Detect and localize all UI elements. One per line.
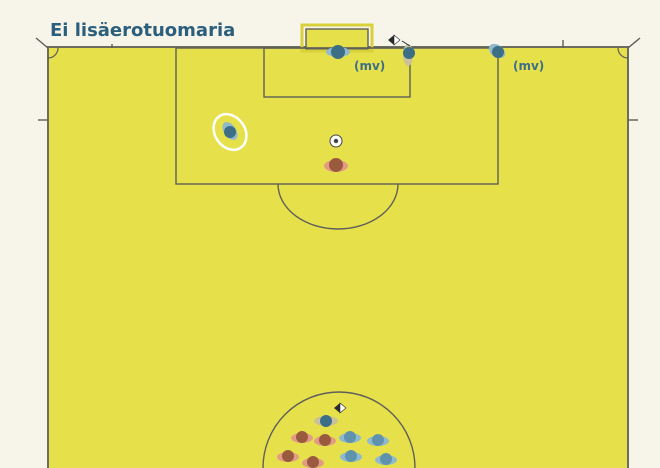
ball-icon — [330, 135, 342, 147]
diagram-title: Ei lisäerotuomaria — [50, 18, 241, 44]
mv-label-right: (mv) — [513, 59, 544, 73]
mv-label-left: (mv) — [354, 59, 385, 73]
corner-mark-right — [628, 38, 640, 48]
corner-flag-icon — [388, 35, 400, 45]
corner-mark-left — [36, 38, 48, 48]
